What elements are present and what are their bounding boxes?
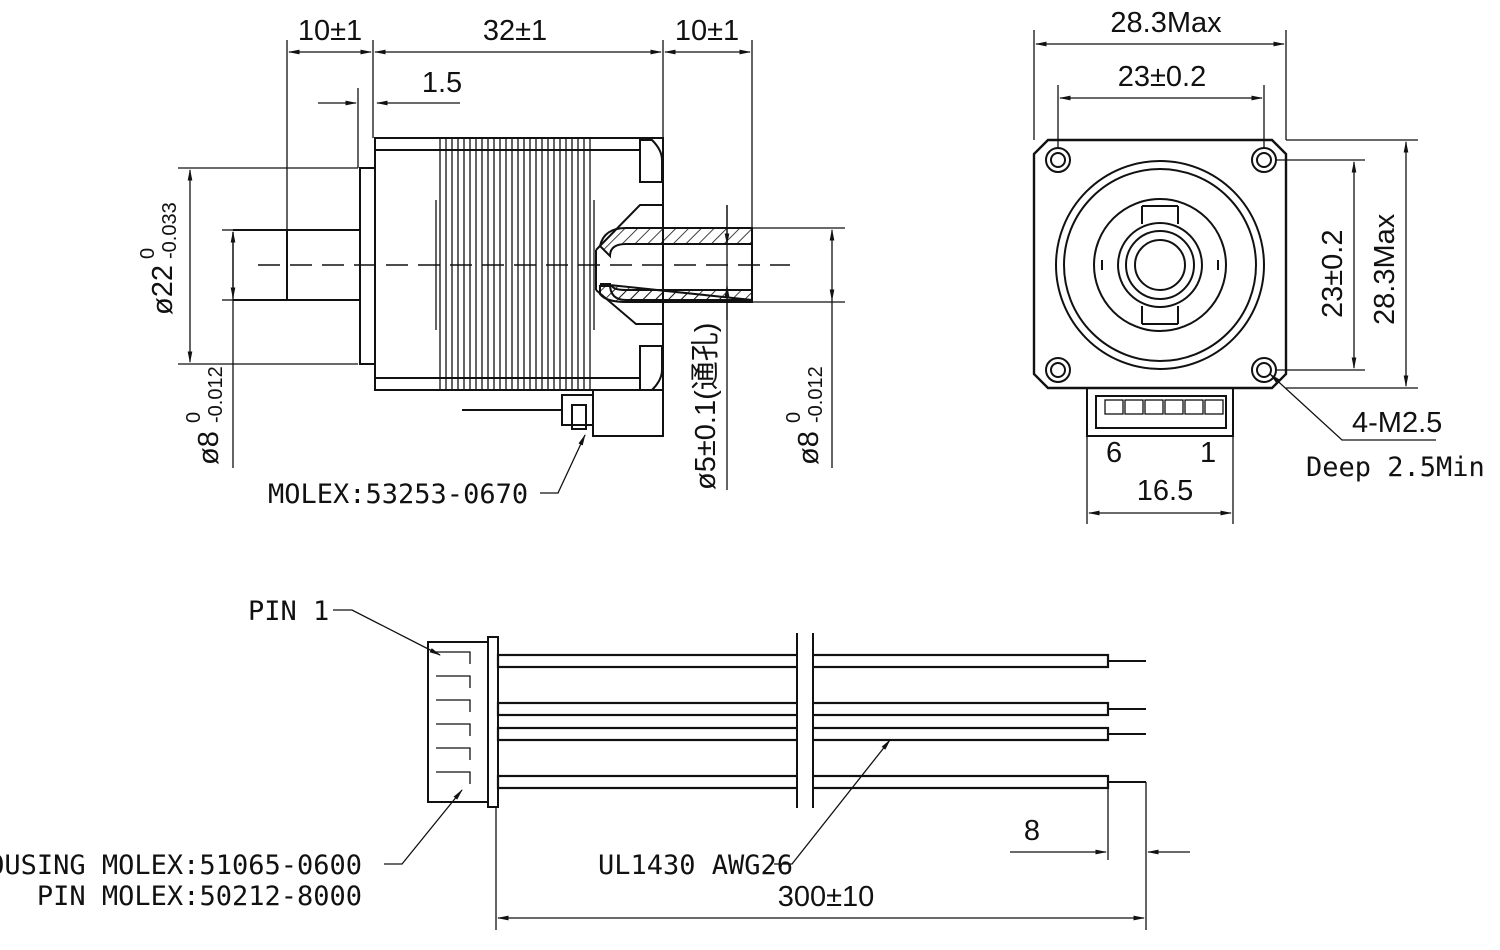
pilot-boss <box>359 167 376 365</box>
dim-connector-width: 16.5 <box>1137 475 1193 507</box>
body-connector <box>462 389 664 437</box>
housing-outer-ring <box>1055 160 1265 370</box>
dim-shaft-tol-upper: 0 <box>183 412 205 423</box>
housing-callout: HOUSING MOLEX:51065-0600 PIN MOLEX:50212… <box>0 789 463 912</box>
cable-housing <box>427 636 499 808</box>
dim-pilot-tol-lower: -0.033 <box>159 202 181 259</box>
dim-width-max: 28.3Max <box>1110 7 1222 39</box>
dim-shaft-diameter: ø8 <box>193 431 225 465</box>
dim-rear-shaft-tol-lower: -0.012 <box>805 366 827 423</box>
rear-shaft-dimension: ø8 0 -0.012 <box>752 227 845 468</box>
length-dimension: 300±10 <box>495 807 1146 930</box>
shaft-bore <box>1134 239 1186 291</box>
dim-strip-length: 8 <box>1024 815 1040 847</box>
dim-rear-shaft-tol-upper: 0 <box>783 412 805 423</box>
motor-body <box>374 137 664 391</box>
front-shaft <box>233 229 360 301</box>
strip-dimension: 8 <box>1010 782 1190 930</box>
pin1-label: PIN 1 <box>248 596 329 627</box>
wire-spec-label: UL1430 AWG26 <box>598 850 793 881</box>
dim-rear-shaft-diameter: ø8 <box>793 431 825 465</box>
mounting-holes <box>1045 147 1277 383</box>
hollow-rear-shaft <box>595 204 753 325</box>
dim-height-max: 28.3Max <box>1369 213 1401 325</box>
connector-pin-1-label: 1 <box>1200 437 1216 469</box>
front-top-dimensions: 28.3Max 23±0.2 <box>1033 7 1287 148</box>
hole-thread-spec: 4-M2.5 <box>1352 407 1442 439</box>
dim-hole-pitch-horizontal: 23±0.2 <box>1118 61 1207 93</box>
bearing-notches <box>1101 205 1219 325</box>
stator-laminations <box>439 138 591 390</box>
bearing-ring <box>1093 198 1227 332</box>
wire-callout: UL1430 AWG26 <box>598 739 891 881</box>
front-flange <box>1032 138 1288 390</box>
hole-depth-spec: Deep 2.5Min <box>1306 452 1485 483</box>
dim-body-length: 32±1 <box>483 15 547 47</box>
side-view: 10±1 32±1 10±1 1.5 ø22 0 -0.033 ø8 <box>137 15 845 510</box>
connector-part-label: MOLEX:53253-0670 <box>268 479 528 510</box>
connector-pin-6-label: 6 <box>1106 437 1122 469</box>
dim-front-shaft-length: 10±1 <box>298 15 362 47</box>
front-view: 6 1 28.3Max 23±0.2 23±0.2 28.3 <box>1032 7 1485 524</box>
connector-callout: MOLEX:53253-0670 <box>268 433 586 510</box>
wires <box>496 630 1146 808</box>
cable-view: PIN 1 HOUSING MOLEX:51065-0600 PIN MOLEX… <box>0 596 1190 930</box>
front-right-dimensions: 23±0.2 28.3Max <box>1276 139 1418 389</box>
left-dimensions: ø22 0 -0.033 ø8 0 -0.012 <box>137 167 358 468</box>
housing-part-label: HOUSING MOLEX:51065-0600 <box>0 850 362 881</box>
pin-part-label: PIN MOLEX:50212-8000 <box>37 881 362 912</box>
dim-shaft-tol-lower: -0.012 <box>205 366 227 423</box>
dim-hole-pitch-vertical: 23±0.2 <box>1317 230 1349 319</box>
hole-callout: 4-M2.5 Deep 2.5Min <box>1269 373 1485 483</box>
hole-dimension: ø5±0.1(通孔) <box>690 205 730 490</box>
dim-flange-thickness: 1.5 <box>422 67 462 99</box>
dim-pilot-diameter: ø22 <box>147 265 179 315</box>
dim-through-hole: ø5±0.1(通孔) <box>690 323 722 490</box>
top-dimensions: 10±1 32±1 10±1 1.5 <box>286 15 753 230</box>
dim-rear-shaft-length: 10±1 <box>675 15 739 47</box>
front-connector: 6 1 <box>1086 387 1234 469</box>
pin1-callout: PIN 1 <box>248 596 442 656</box>
dim-pilot-tol-upper: 0 <box>137 248 159 259</box>
connector-width-dimension: 16.5 <box>1086 436 1234 524</box>
dim-total-length: 300±10 <box>778 881 875 913</box>
